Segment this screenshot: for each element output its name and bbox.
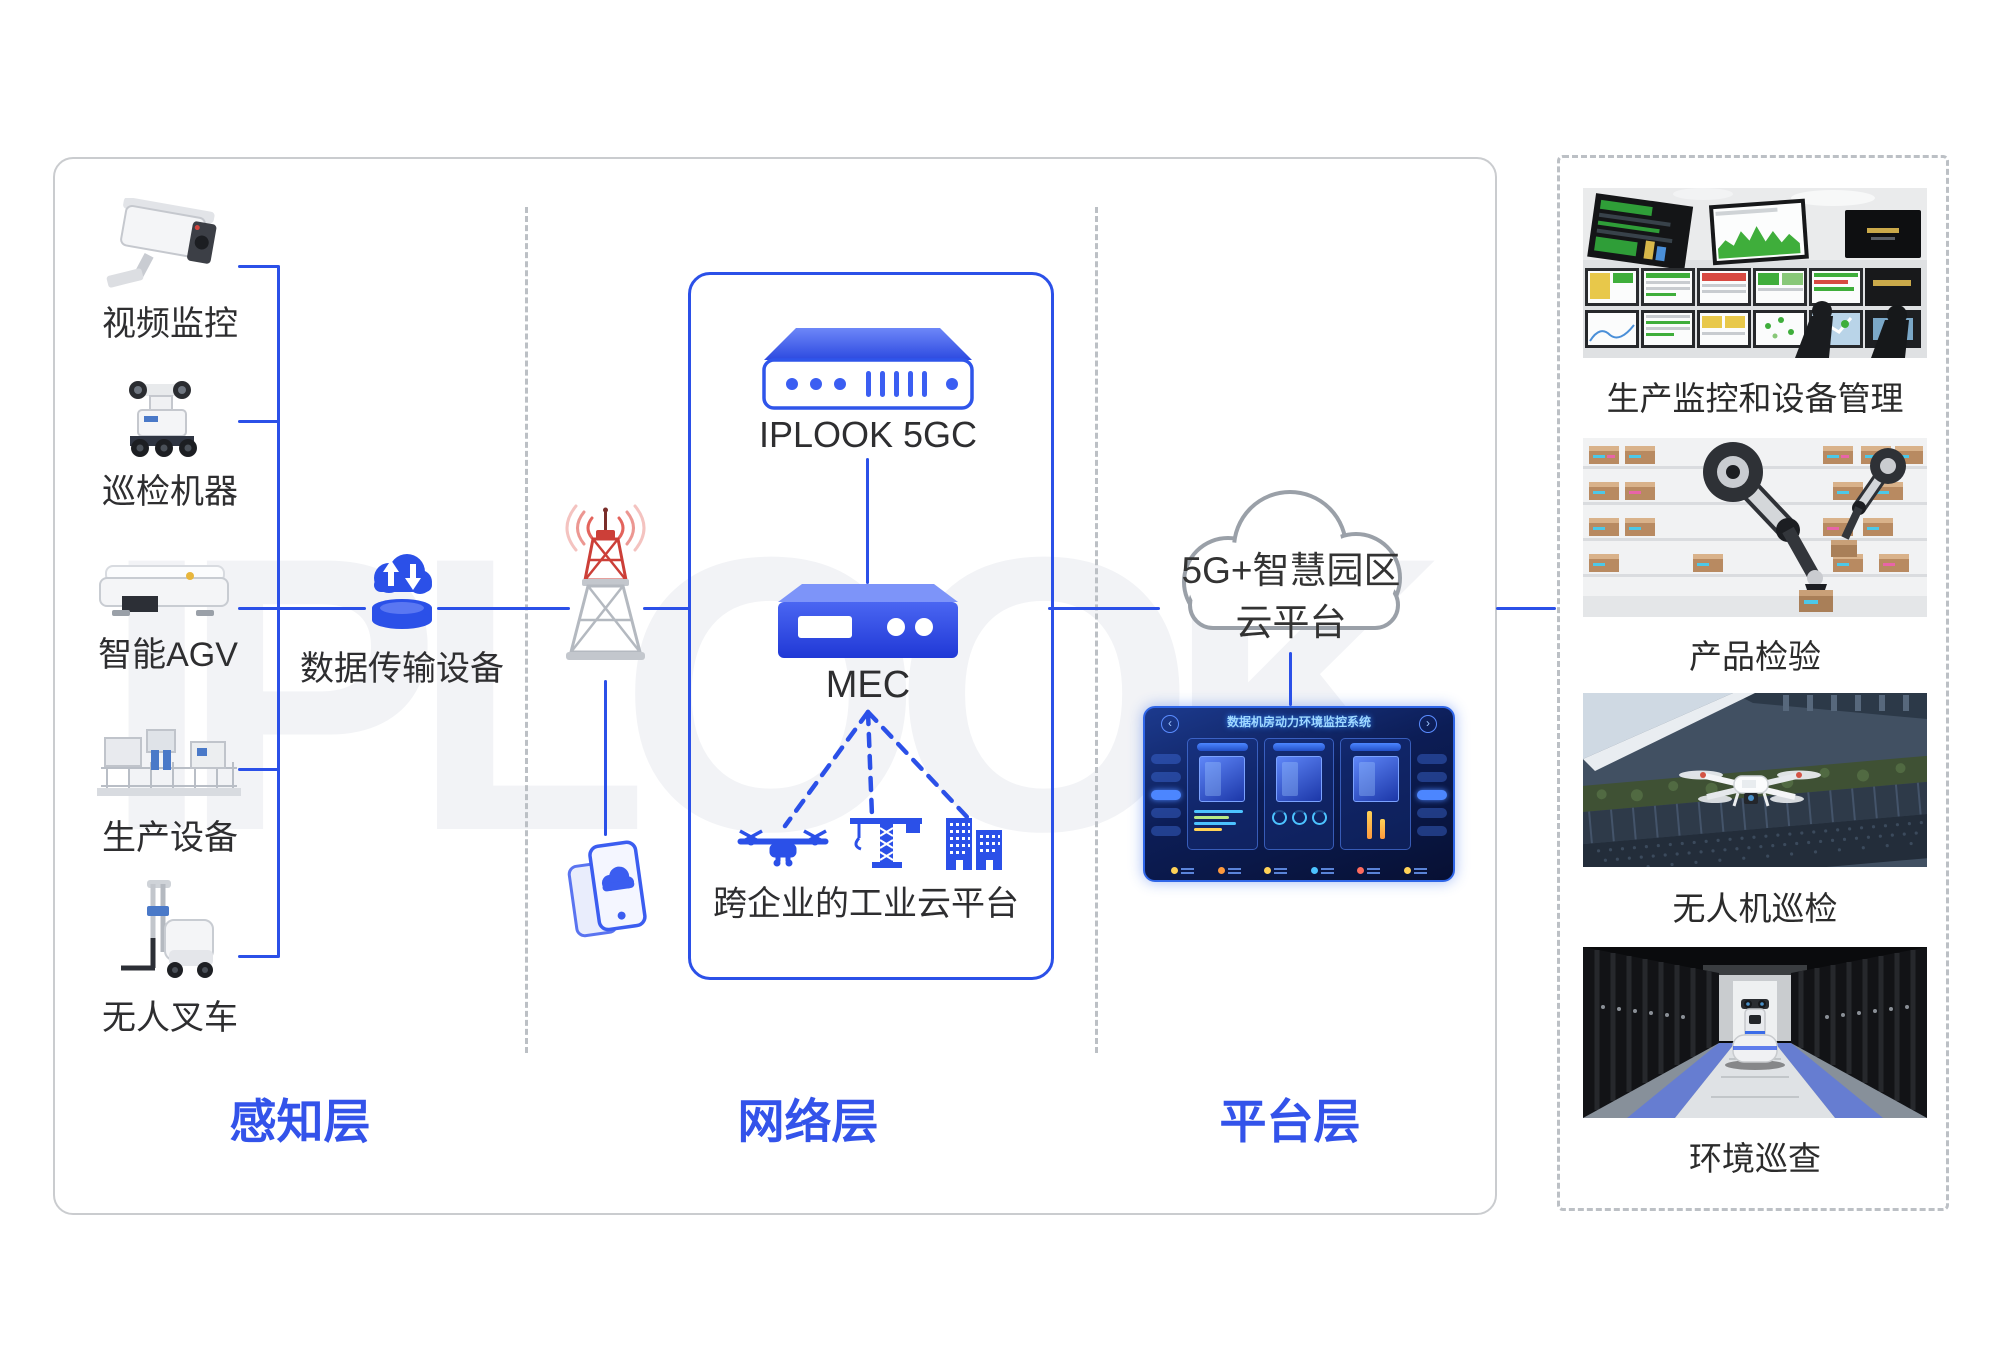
dashboard-status-row [1171, 867, 1427, 874]
transmission-label: 数据传输设备 [300, 650, 504, 688]
core-network-server-icon [762, 328, 974, 410]
device-label: 无人叉车 [102, 999, 238, 1037]
cctv-camera-icon [106, 198, 217, 288]
connector-line [1289, 652, 1292, 706]
application-caption: 环境巡查 [1689, 1140, 1821, 1177]
dashboard-panel-meters [1340, 738, 1412, 850]
connector-line [604, 680, 607, 836]
inspection-robot-icon [129, 381, 197, 457]
application-caption: 生产监控和设备管理 [1606, 380, 1904, 417]
platform-layer-label: 平台层 [1219, 1095, 1361, 1148]
dashboard-title: 数据机房动力环境监控系统 [1226, 715, 1371, 729]
industry-cloud-label: 跨企业的工业云平台 [713, 885, 1019, 923]
drone-icon [737, 829, 829, 867]
application-caption: 无人机巡检 [1672, 890, 1838, 927]
connector-line [238, 420, 279, 423]
connector-line [643, 607, 690, 610]
mec-fanout-lines [782, 709, 971, 829]
core-network-label: IPLOOK 5GC [758, 414, 978, 455]
control-room-image [1583, 188, 1927, 358]
tower-crane-icon [850, 818, 922, 868]
dashboard-panel-cabinet [1187, 738, 1258, 850]
connector-line [238, 955, 279, 958]
connector-line [1048, 607, 1160, 610]
forklift-icon [121, 880, 214, 978]
dashboard-panels [1187, 738, 1412, 850]
connector-line [866, 458, 869, 584]
perception-layer-label: 感知层 [229, 1095, 371, 1148]
drone-patrol-image [1583, 693, 1927, 867]
agv-icon [99, 565, 229, 616]
cloud-shape [1182, 490, 1402, 630]
connector-line [238, 607, 366, 610]
terminal-devices-icon [567, 840, 647, 938]
connector-line [238, 265, 279, 268]
network-core-box [688, 272, 1054, 980]
connector-line [238, 768, 279, 771]
dashboard-prev-icon: ‹ [1161, 715, 1179, 733]
base-station-tower-icon [565, 504, 646, 660]
layer-divider-2 [1095, 207, 1098, 1053]
device-label: 生产设备 [102, 819, 238, 857]
dashboard-next-icon: › [1419, 715, 1437, 733]
product-inspection-image [1583, 438, 1927, 617]
application-caption: 产品检验 [1689, 638, 1821, 675]
mec-label: MEC [825, 664, 911, 706]
production-equipment-icon [97, 729, 241, 796]
connector-line [1496, 607, 1556, 610]
data-transmission-cloud-icon [372, 554, 432, 629]
layer-divider-1 [525, 207, 528, 1053]
device-label: 智能AGV [98, 636, 238, 674]
dashboard-right-menu [1417, 750, 1447, 840]
network-layer-label: 网络层 [737, 1095, 879, 1148]
mec-device-icon [778, 584, 958, 658]
dashboard-preview: 数据机房动力环境监控系统 ‹ › [1143, 706, 1455, 882]
dashboard-left-menu [1151, 750, 1181, 840]
device-label: 巡检机器 [102, 473, 238, 511]
connector-line [437, 607, 570, 610]
applications-panel [1557, 155, 1949, 1211]
main-diagram-panel [53, 157, 1497, 1215]
device-label: 视频监控 [102, 305, 238, 343]
connector-line [277, 265, 280, 958]
dashboard-panel-gauges [1263, 738, 1335, 850]
platform-cloud-line1: 5G+智慧园区 [1181, 550, 1401, 591]
datacenter-robot-image [1583, 947, 1927, 1118]
buildings-icon [946, 818, 1002, 870]
platform-cloud-line2: 云平台 [1235, 602, 1347, 643]
